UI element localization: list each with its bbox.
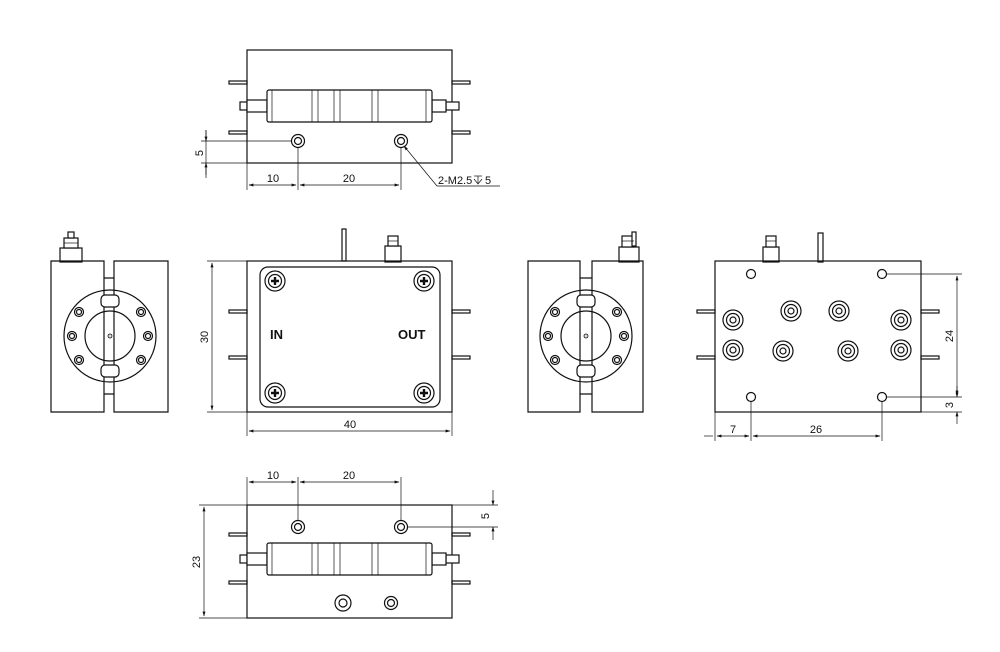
dim-bottom-20: 20 — [343, 470, 355, 482]
dim-bottom-5: 5 — [480, 513, 492, 519]
front-top-connector-icon — [384, 235, 402, 263]
dim-back-3: 3 — [944, 402, 956, 408]
front-view-body — [246, 260, 453, 413]
front-top-pin — [341, 228, 347, 262]
left-top-connector-icon — [59, 231, 83, 263]
back-top-connector-icon — [762, 235, 780, 263]
back-top-pin — [817, 232, 824, 263]
dim-top-20: 20 — [343, 173, 355, 185]
back-hole-top-left — [745, 268, 757, 280]
back-view: 24 3 7 26 — [696, 232, 962, 441]
back-hole-top-right — [876, 268, 888, 280]
label-in: IN — [270, 327, 283, 342]
dim-back-7: 7 — [730, 424, 736, 436]
right-side-view — [527, 231, 644, 413]
bottom-view: 10 20 5 23 — [191, 470, 498, 619]
front-view-lid — [259, 266, 441, 408]
right-flange-icon — [539, 289, 633, 383]
dim-top-5: 5 — [194, 150, 206, 156]
bottom-connector-icon — [334, 594, 352, 612]
dim-front-40: 40 — [344, 419, 356, 431]
callout-depth: 5 — [485, 175, 491, 187]
left-side-view — [50, 231, 169, 413]
dim-front-30: 30 — [199, 331, 211, 343]
dim-bottom-23: 23 — [191, 556, 203, 568]
front-view: IN OUT 30 40 — [199, 228, 471, 436]
back-hole-bottom-left — [745, 391, 757, 403]
dim-bottom-10: 10 — [267, 470, 279, 482]
screw-bottom-right-icon — [413, 382, 435, 404]
back-connector-4-icon — [890, 309, 912, 331]
back-connector-6-icon — [772, 340, 794, 362]
callout-2-m25: 2-M2.5 — [438, 175, 472, 187]
depth-symbol-icon — [473, 175, 483, 185]
screw-top-left-icon — [264, 270, 286, 292]
bottom-hole-left — [290, 519, 306, 535]
bottom-view-cylinder — [266, 542, 433, 576]
back-connector-1-icon — [722, 309, 744, 331]
bottom-hole-lower — [383, 595, 399, 611]
back-hole-bottom-right — [876, 391, 888, 403]
left-flange-icon — [63, 289, 157, 383]
screw-top-right-icon — [413, 270, 435, 292]
back-connector-7-icon — [837, 340, 859, 362]
screw-bottom-left-icon — [264, 382, 286, 404]
top-hole-left — [290, 133, 306, 149]
back-view-body — [714, 260, 922, 413]
back-connector-3-icon — [828, 300, 850, 322]
dim-back-24: 24 — [944, 330, 956, 342]
bottom-hole-right — [393, 519, 409, 535]
back-connector-2-icon — [780, 300, 802, 322]
top-view: 5 10 20 2-M2.5 5 — [194, 49, 500, 190]
back-connector-5-icon — [722, 339, 744, 361]
dim-back-26: 26 — [810, 424, 822, 436]
back-connector-8-icon — [890, 339, 912, 361]
right-top-connector-icon — [618, 231, 640, 263]
top-view-cylinder — [266, 89, 433, 123]
top-hole-right — [393, 133, 409, 149]
label-out: OUT — [398, 327, 426, 342]
dim-top-10: 10 — [267, 173, 279, 185]
